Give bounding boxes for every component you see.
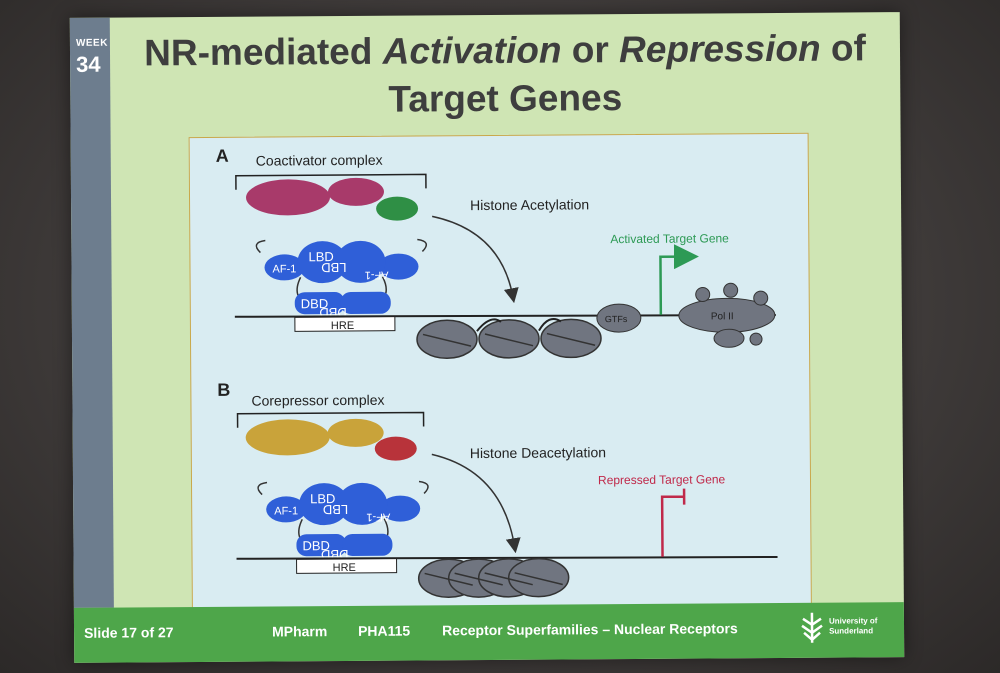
- gtfs-shape: [596, 303, 642, 333]
- af1-right-a: AF-1: [365, 269, 389, 281]
- title-line2: Target Genes: [388, 77, 623, 120]
- gtfs-label: GTFs: [605, 314, 628, 324]
- hre-box-b: [296, 558, 398, 574]
- university-crest-icon: [801, 612, 823, 643]
- hre-label-b: HRE: [333, 562, 356, 574]
- title-italic-activation: Activation: [382, 29, 562, 72]
- pol-factor-2: [723, 282, 739, 298]
- nucleosomes-b: [417, 557, 570, 599]
- pol-factor-3: [753, 290, 769, 306]
- footer-topic: Receptor Superfamilies – Nuclear Recepto…: [441, 620, 738, 639]
- hre-box-a: [294, 316, 396, 332]
- coactivator-complex-label: Coactivator complex: [256, 152, 383, 169]
- repressed-gene-symbol: [660, 488, 686, 557]
- university-name: University of Sunderland: [828, 616, 878, 636]
- coactivator-medium: [327, 177, 384, 206]
- af1-left-b: AF-1: [274, 505, 298, 517]
- repressed-gene-label: Repressed Target Gene: [598, 472, 726, 487]
- slide-title: NR-mediated Activation or Repression of …: [115, 24, 896, 125]
- title-part3: of: [820, 27, 866, 69]
- panel-a-letter: A: [216, 146, 229, 166]
- pol-factor-5: [749, 332, 763, 346]
- week-number: 34: [75, 51, 101, 77]
- footer-module: PHA115: [357, 622, 411, 639]
- corepressor-medium: [327, 418, 384, 447]
- dbd-left-b: DBD: [302, 538, 330, 553]
- af1-left-a: AF-1: [272, 263, 296, 275]
- title-part2: or: [561, 29, 620, 71]
- corepressor-complex-label: Corepressor complex: [251, 392, 384, 409]
- lbd-right-b: LBD: [323, 502, 348, 517]
- corepressor-large: [245, 419, 330, 456]
- lbd-left-a: LBD: [308, 249, 333, 264]
- corepressor-small: [374, 436, 417, 461]
- slide: WEEK 34 NR-mediated Activation or Repres…: [69, 12, 905, 663]
- pol-factor-1: [695, 286, 711, 302]
- diagram-frame: A Coactivator complex Histone Acetylatio…: [188, 132, 812, 612]
- pol-factor-4: [713, 328, 745, 348]
- title-part1: NR-mediated: [144, 30, 383, 74]
- week-sidebar: WEEK 34: [69, 17, 114, 608]
- hre-label-a: HRE: [331, 320, 354, 332]
- af1-right-b: AF-1: [366, 511, 390, 523]
- lbd-right-a: LBD: [321, 260, 346, 275]
- slide-counter: Slide 17 of 27: [83, 624, 174, 641]
- activated-gene-label: Activated Target Gene: [610, 231, 729, 246]
- coactivator-bracket: [235, 173, 427, 190]
- histone-acetylation-label: Histone Acetylation: [470, 196, 589, 213]
- receptor-dimer-a: [255, 238, 428, 315]
- activated-gene-arrow: [659, 244, 699, 315]
- histone-deacetylation-label: Histone Deacetylation: [470, 444, 606, 461]
- university-logo: University of Sunderland: [799, 610, 899, 651]
- dna-line-b: [236, 555, 778, 560]
- title-italic-repression: Repression: [618, 27, 821, 71]
- slide-footer: Slide 17 of 27 MPharm PHA115 Receptor Su…: [73, 602, 905, 663]
- corepressor-bracket: [236, 411, 425, 428]
- coactivator-large: [246, 179, 331, 216]
- week-label: WEEK: [75, 37, 108, 49]
- pol-ii-label: Pol II: [711, 311, 734, 322]
- coactivator-small: [376, 196, 419, 221]
- deacetylation-arrow: [431, 453, 521, 554]
- dbd-left-a: DBD: [301, 296, 329, 311]
- receptor-dimer-b: [257, 480, 429, 557]
- acetylation-arrow: [431, 215, 519, 304]
- lbd-left-b: LBD: [310, 491, 335, 506]
- panel-b-letter: B: [217, 380, 230, 400]
- nucleosomes-a: [416, 318, 602, 360]
- diagram-svg: A Coactivator complex Histone Acetylatio…: [216, 146, 778, 599]
- footer-program: MPharm: [271, 623, 328, 640]
